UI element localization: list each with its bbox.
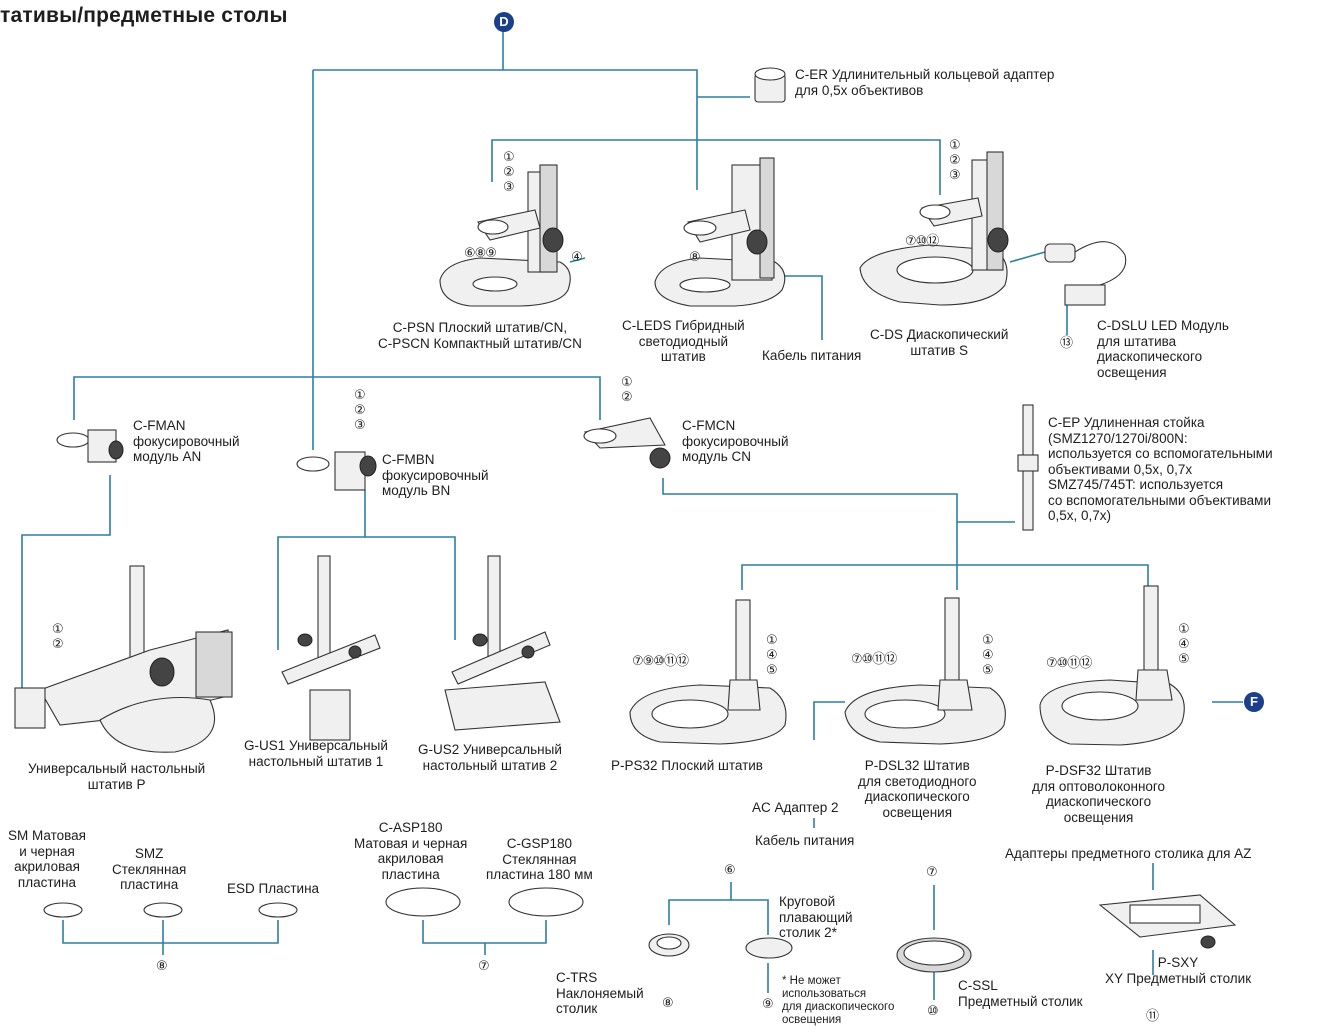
callout-leds-8: ⑧: [689, 249, 701, 264]
label-az-adapters: Адаптеры предметного столика для AZ: [1005, 846, 1252, 861]
label-cable-power-2: Кабель питания: [755, 833, 855, 848]
p-dsf32-image: [1039, 585, 1185, 746]
universal-stand-p-image: [14, 565, 233, 753]
label-sm-plate: SM Матовая и черная акриловая пластина: [8, 828, 86, 890]
p-ps32-image: [629, 599, 787, 745]
label-p-dsf32: P-DSF32 Штатив для оптоволоконного диаск…: [1032, 763, 1166, 825]
label-g-us1: G-US1 Универсальный настольный штатив 1: [244, 738, 388, 769]
label-g-us2: G-US2 Универсальный настольный штатив 2: [418, 742, 562, 773]
c-fmbn-image: [296, 451, 377, 491]
badge-d: D: [494, 12, 514, 32]
callout-psn-4: ④: [571, 249, 583, 264]
callout-ps32-145: ① ④ ⑤: [766, 632, 778, 677]
label-c-fman: C-FMAN фокусировочный модуль AN: [133, 418, 240, 464]
label-cable-power-1: Кабель питания: [762, 348, 862, 363]
label-c-er: C-ER Удлинительный кольцевой адаптер для…: [795, 67, 1055, 98]
callout-dsl32-7101112: ⑦⑩⑪⑫: [851, 651, 897, 666]
page-title: тативы/предметные столы: [0, 4, 288, 27]
callout-trs-8: ⑧: [662, 995, 674, 1010]
c-fman-image: [56, 429, 124, 463]
callout-dsf32-145: ① ④ ⑤: [1178, 621, 1190, 666]
callout-ps32-79101112: ⑦⑨⑩⑪⑫: [632, 653, 689, 668]
label-c-ds: C-DS Диаскопический штатив S: [870, 327, 1009, 358]
label-p-sxy: P-SXY XY Предметный столик: [1105, 955, 1252, 986]
g-us1-image: [281, 555, 381, 741]
callout-psn-689: ⑥⑧⑨: [464, 245, 497, 260]
callout-univ-12: ① ②: [52, 621, 64, 651]
label-c-dslu: C-DSLU LED Модуль для штатива диаскопиче…: [1097, 318, 1229, 380]
c-ep-pillar-image: [1017, 404, 1039, 531]
label-krug-stage: Круговой плавающий столик 2*: [779, 894, 853, 940]
callout-krug-6: ⑥: [724, 862, 736, 877]
callout-ssl-10: ⑩: [927, 1003, 939, 1018]
callout-plates-7: ⑦: [478, 958, 490, 973]
c-fmcn-image: [583, 417, 671, 469]
label-c-gsp180: C-GSP180 Стеклянная пластина 180 мм: [486, 836, 593, 882]
label-c-leds: C-LEDS Гибридный светодиодный штатив: [622, 318, 745, 364]
badge-f: F: [1244, 692, 1264, 712]
callout-krug-9: ⑨: [762, 996, 774, 1011]
label-universal-stand-p: Универсальный настольный штатив P: [28, 761, 206, 792]
c-leds-stand-image: [654, 157, 786, 307]
label-c-asp180: C-ASP180 Матовая и черная акриловая плас…: [354, 820, 468, 882]
c-ds-stand-image: [859, 151, 1127, 306]
c-psn-stand-image: [439, 164, 571, 307]
label-c-psn: C-PSN Плоский штатив/CN, C-PSCN Компактн…: [378, 320, 582, 351]
callout-sxy-11: ⑪: [1146, 1008, 1159, 1023]
label-c-ssl: C-SSL Предметный столик: [958, 978, 1083, 1009]
stage-images: [648, 894, 1237, 973]
connector-lines: [21, 30, 1243, 1000]
callout-dslu-13: ⑬: [1060, 335, 1073, 350]
plates-images: [43, 887, 584, 918]
label-c-fmbn: C-FMBN фокусировочный модуль BN: [382, 452, 489, 498]
callout-fmbn-123: ① ② ③: [354, 387, 366, 432]
callout-ssl-7: ⑦: [926, 864, 938, 879]
c-er-ring-image: [754, 67, 786, 103]
callout-psn-123: ① ② ③: [503, 149, 515, 194]
callout-plates-8: ⑧: [156, 958, 168, 973]
footnote: * Не может использоваться для диаскопиче…: [782, 975, 895, 1026]
label-p-dsl32: P-DSL32 Штатив для светодиодного диаскоп…: [858, 758, 977, 820]
callout-ds-7-10-12: ⑦⑩⑫: [905, 233, 939, 248]
p-dsl32-image: [844, 597, 1006, 745]
callout-dsl32-145: ① ④ ⑤: [982, 632, 994, 677]
label-esd-plate: ESD Пластина: [227, 881, 320, 896]
label-p-ps32: P-PS32 Плоский штатив: [611, 758, 763, 773]
label-smz-plate: SMZ Стеклянная пластина: [112, 846, 187, 892]
label-c-fmcn: C-FMCN фокусировочный модуль CN: [682, 418, 789, 464]
callout-ds-123: ① ② ③: [949, 137, 961, 182]
callout-fmcn-12: ① ②: [621, 374, 633, 404]
label-ac-adapter: AC Адаптер 2: [752, 800, 839, 815]
label-c-trs: C-TRS Наклоняемый столик: [556, 970, 644, 1016]
callout-dsf32-7101112: ⑦⑩⑪⑫: [1046, 655, 1092, 670]
g-us2-image: [444, 555, 561, 731]
label-c-ep: C-EP Удлиненная стойка (SMZ1270/1270i/80…: [1048, 415, 1273, 523]
